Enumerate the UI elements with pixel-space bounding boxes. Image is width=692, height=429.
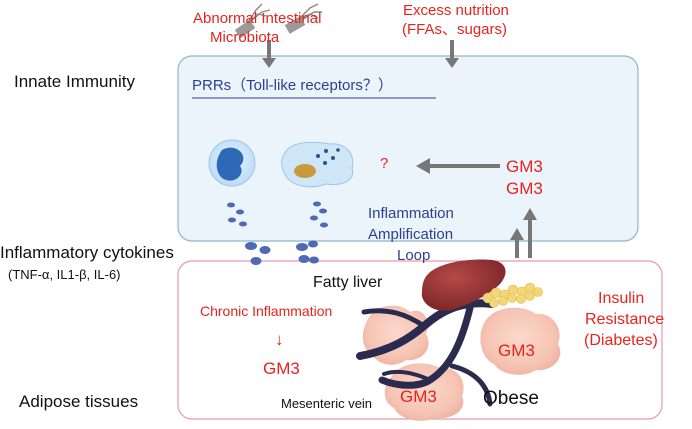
prrs-label: PRRs（Toll-like receptors？） [192, 77, 393, 94]
liver-icon [421, 259, 506, 311]
loop-label-line1: Inflammation [368, 205, 454, 222]
gm3-label-bottom: GM3 [400, 387, 437, 406]
cytokine-dots [227, 202, 271, 265]
cytokine-dots [296, 201, 328, 264]
macrophage-icon [208, 139, 256, 187]
chronic-inflammation-label: Chronic Inflammation [200, 303, 333, 319]
bacteria-icon [284, 3, 322, 34]
pancreas-icon [482, 282, 543, 308]
gm3-label-left: GM3 [263, 359, 300, 378]
insulin-label-line3: (Diabetes) [584, 332, 658, 349]
innate-immunity-box [177, 55, 639, 242]
cytokines-label: Inflammatory cytokines [0, 243, 174, 262]
loop-label-line3: Loop [397, 247, 431, 264]
nutrition-label-line1: Excess nutrition [403, 2, 509, 19]
insulin-label-line1: Insulin [598, 290, 645, 307]
adipocyte-cell-icon [281, 141, 354, 188]
question-mark: ? [380, 155, 389, 172]
mesenteric-vein-label: Mesenteric vein [281, 396, 373, 411]
fat-tissue-icon [384, 363, 464, 421]
fat-tissue-icon [480, 307, 561, 375]
cytokines-list: (TNF-α, IL1-β, IL-6) [8, 267, 121, 282]
down-arrow: ↓ [275, 330, 284, 349]
adipose-tissues-label: Adipose tissues [19, 392, 139, 411]
insulin-label-line2: Resistance [585, 311, 665, 328]
gm3-label-top1: GM3 [506, 157, 543, 176]
loop-label-line2: Amplification [368, 226, 454, 243]
gm3-label-top2: GM3 [506, 179, 543, 198]
fatty-liver-label: Fatty liver [313, 274, 383, 291]
gm3-label-right: GM3 [498, 341, 535, 360]
bacteria-icon [234, 3, 271, 39]
obese-label: Obese [483, 388, 539, 409]
nutrition-label-line2: (FFAs、sugars) [402, 21, 508, 38]
microbiota-label-line2: Microbiota [210, 29, 280, 46]
innate-immunity-label: Innate Immunity [14, 72, 135, 91]
microbiota-label-line1: Abnormal Intestinal [193, 10, 322, 27]
